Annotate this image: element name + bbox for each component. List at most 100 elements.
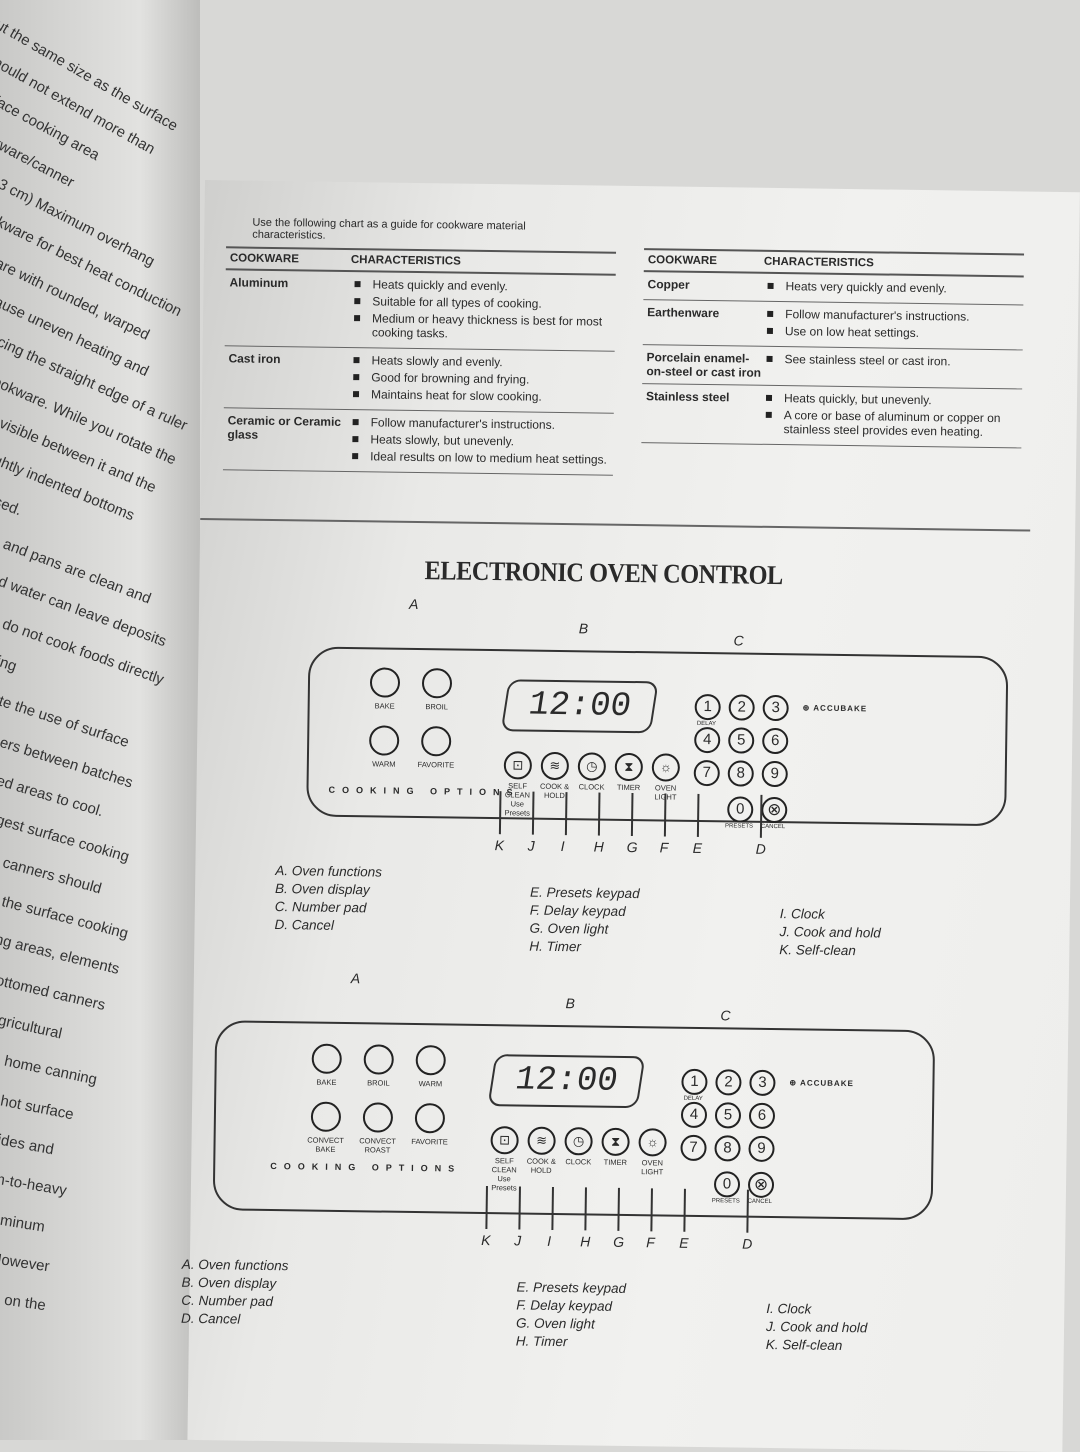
clock-function-button[interactable]: ◷	[564, 1127, 593, 1156]
legend-item: K. Self-clean	[765, 1336, 843, 1354]
callout-j: J	[514, 1232, 522, 1249]
favorite-button[interactable]	[414, 1103, 446, 1134]
key-3-button[interactable]: 3	[749, 1069, 776, 1097]
cancel-label: CANCEL	[747, 1198, 772, 1206]
key-6-button[interactable]: 6	[748, 1102, 776, 1130]
key-8-button[interactable]: 8	[714, 1135, 741, 1162]
callout-b: B	[565, 995, 575, 1012]
callout-line	[630, 793, 633, 837]
key-0-button[interactable]: 0	[713, 1171, 741, 1198]
legend-item: G. Oven light	[515, 1315, 595, 1332]
option-label: WARM	[418, 1079, 443, 1089]
timer-function-button[interactable]: ⧗	[614, 752, 644, 782]
convect-roast-button[interactable]	[362, 1102, 394, 1133]
accubake-logo: ⊕ ACCUBAKE	[802, 703, 868, 714]
cookware-name: Copper	[647, 277, 690, 292]
facing-page-line: ning	[0, 650, 19, 676]
callout-d: D	[742, 1235, 753, 1252]
cancel-key-button[interactable]: ⊗	[747, 1171, 775, 1199]
function-label: TIMER	[603, 1157, 628, 1167]
key-1-button[interactable]: 1	[681, 1068, 708, 1096]
characteristics-list: See stainless steel or cast iron.	[762, 352, 1022, 384]
key-0-button[interactable]: 0	[727, 796, 754, 823]
section-divider	[200, 517, 1031, 532]
key-9-button[interactable]: 9	[748, 1135, 775, 1163]
oven-function-button[interactable]: ☼	[651, 753, 681, 782]
key-9-button[interactable]: 9	[761, 760, 788, 788]
warm-button[interactable]	[415, 1045, 446, 1076]
facing-page-line: m-to-heavy	[0, 1170, 68, 1200]
callout-k: K	[494, 837, 505, 854]
function-label: OVEN LIGHT	[641, 1158, 664, 1177]
option-label: FAVORITE	[417, 760, 455, 770]
convect-bake-button[interactable]	[310, 1101, 342, 1132]
oven-function-button[interactable]: ☼	[638, 1128, 667, 1157]
key-2-button[interactable]: 2	[715, 1069, 742, 1096]
legend-item: I. Clock	[766, 1300, 812, 1317]
broil-button[interactable]	[363, 1044, 394, 1075]
function-label: SELF CLEAN Use Presets	[491, 1156, 517, 1193]
key-8-button[interactable]: 8	[727, 760, 754, 787]
key-5-button[interactable]: 5	[728, 727, 755, 754]
bake-button[interactable]	[369, 667, 401, 698]
option-label: BROIL	[425, 702, 448, 712]
characteristic-item: Follow manufacturer's instructions.	[763, 307, 1023, 325]
cookware-name: Earthenware	[647, 305, 720, 321]
key-5-button[interactable]: 5	[714, 1102, 742, 1129]
option-label: CONVECT ROAST	[359, 1136, 396, 1155]
legend-item: C. Number pad	[274, 899, 367, 916]
legend-item: J. Cook and hold	[765, 1318, 868, 1336]
function-label: CLOCK	[565, 1157, 592, 1167]
key-7-button[interactable]: 7	[693, 759, 720, 787]
key-4-button[interactable]: 4	[680, 1101, 708, 1129]
function-label: CLOCK	[578, 782, 605, 792]
self-function-button[interactable]: ⊡	[503, 751, 533, 780]
intro-text: Use the following chart as a guide for c…	[252, 216, 526, 242]
callout-e: E	[692, 839, 703, 857]
characteristic-item: Ideal results on low to medium heat sett…	[348, 449, 613, 467]
timer-function-button[interactable]: ⧗	[601, 1127, 630, 1157]
key-4-button[interactable]: 4	[694, 726, 721, 754]
self-function-button[interactable]: ⊡	[490, 1126, 519, 1155]
callout-h: H	[580, 1233, 591, 1250]
key-6-button[interactable]: 6	[762, 727, 789, 755]
characteristics-list: Follow manufacturer's instructions.Use o…	[763, 307, 1023, 345]
key-1-button[interactable]: 1	[694, 693, 721, 721]
callout-line	[498, 791, 501, 835]
callout-f: F	[646, 1234, 655, 1251]
legend-item: B. Oven display	[275, 881, 370, 898]
characteristic-item: Heats slowly and evenly.	[349, 353, 614, 371]
accubake-logo: ⊕ ACCUBAKE	[789, 1078, 854, 1089]
key-3-button[interactable]: 3	[762, 694, 789, 722]
favorite-button[interactable]	[420, 726, 452, 757]
facing-page-line: a hot surface	[0, 1090, 76, 1124]
callout-line	[617, 1187, 620, 1231]
characteristics-list: Follow manufacturer's instructions.Heats…	[348, 415, 614, 470]
characteristic-item: Suitable for all types of cooking.	[350, 294, 615, 312]
bake-button[interactable]	[311, 1043, 342, 1074]
clock-function-button[interactable]: ◷	[577, 752, 607, 781]
facing-page-line: luminum	[0, 1210, 46, 1236]
cookware-name: Stainless steel	[645, 389, 730, 405]
cook-function-button[interactable]: ≋	[540, 751, 570, 781]
facing-page-line: bottomed canners	[0, 970, 107, 1014]
delay-label: DELAY	[696, 720, 717, 728]
key-7-button[interactable]: 7	[680, 1134, 707, 1162]
warm-button[interactable]	[368, 725, 400, 756]
key-2-button[interactable]: 2	[728, 694, 755, 721]
cooking-options-label: COOKING OPTIONS	[328, 784, 520, 798]
broil-button[interactable]	[421, 668, 453, 699]
cancel-key-button[interactable]: ⊗	[761, 796, 788, 824]
cook-function-button[interactable]: ≋	[527, 1126, 556, 1155]
callout-line	[663, 793, 666, 837]
callout-line	[564, 792, 567, 836]
characteristic-item: Maintains heat for slow cooking.	[349, 387, 614, 405]
